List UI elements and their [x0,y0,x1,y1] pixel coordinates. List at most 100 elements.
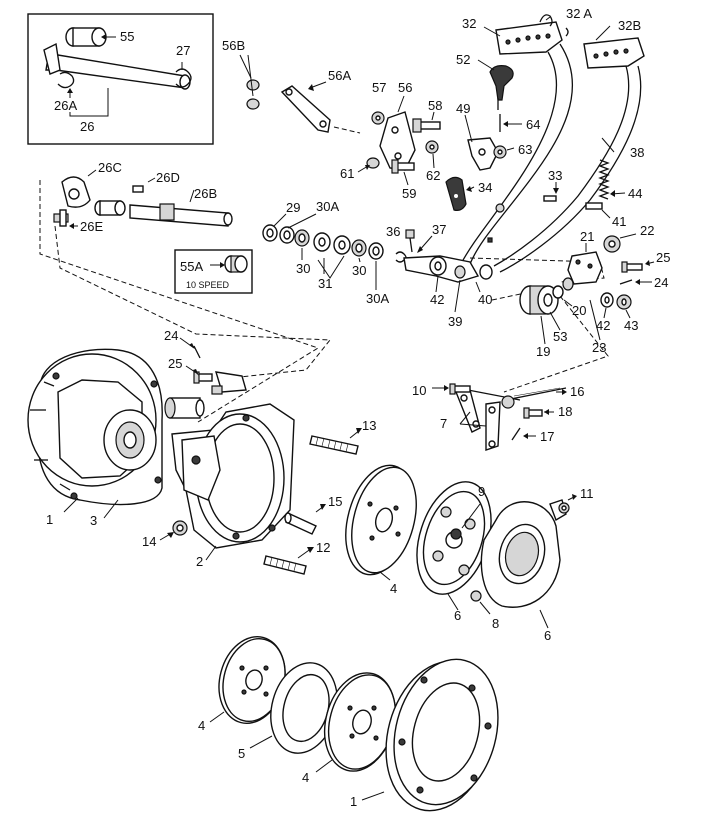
part-24-cotter [619,279,652,285]
part-56-bracket [379,95,416,171]
callout-26: 26 [80,119,94,134]
part-58-bolt [412,111,441,133]
callout-24-left: 24 [164,328,178,343]
part-18-pin [523,407,554,419]
callout-4-bottom-left: 4 [198,718,205,733]
callout-27: 27 [176,43,190,58]
part-4-disc-bottom-mid [315,672,397,773]
callout-41: 41 [612,214,626,229]
callout-32a: 32 A [566,6,592,21]
callout-1-bottom: 1 [350,794,357,809]
part-32-pedal-left [461,14,574,265]
part-59-bolt [391,159,415,186]
callout-32: 32 [462,16,476,31]
part-36-37-lever [395,229,493,313]
callout-63: 63 [518,142,532,157]
callout-4-top: 4 [390,581,397,596]
part-43-nut [616,294,632,319]
callout-61: 61 [340,166,354,181]
part-52-knob [477,59,514,110]
part-64-pin [499,114,522,132]
callout-5: 5 [238,746,245,761]
part-34-cam [445,176,475,211]
part-clevis-left [211,371,247,395]
callout-22: 22 [640,223,654,238]
part-1-housing-top [27,348,163,513]
callout-12: 12 [316,540,330,555]
part-4-disc-bottom-left [209,635,286,725]
part-4-disc-top [345,464,417,581]
part-42-washer-right [600,292,614,319]
part-10-bolt [432,383,471,395]
callout-33: 33 [548,168,562,183]
callout-39: 39 [448,314,462,329]
callout-3: 3 [90,513,97,528]
part-22-nut [603,233,637,253]
part-14-nut [159,520,188,541]
part-15-pin [284,504,326,535]
callout-43: 43 [624,318,638,333]
callout-38: 38 [630,145,644,160]
inset-10-speed-box [174,249,253,294]
callout-53: 53 [553,329,567,344]
callout-26a: 26A [54,98,77,113]
callout-30a-top: 30A [316,199,339,214]
callout-57: 57 [372,80,386,95]
callout-13: 13 [362,418,376,433]
part-41-stud [585,202,611,219]
callout-23: 23 [592,340,606,355]
callout-21: 21 [580,229,594,244]
callout-24-right: 24 [654,275,668,290]
part-9-ball [450,503,481,540]
callout-56b: 56B [222,38,245,53]
callout-19: 19 [536,344,550,359]
callout-9: 9 [478,484,485,499]
inset-shaft-26-box [27,13,214,145]
callout-25-left: 25 [168,356,182,371]
callout-42-right: 42 [596,318,610,333]
callout-32b: 32B [618,18,641,33]
part-44-spring [598,159,626,200]
callout-26d: 26D [156,170,180,185]
part-17-cotter [511,427,536,441]
washer-stack-29-31 [262,213,384,290]
part-53-cylinder [519,285,559,315]
part-25-pin-left [185,365,213,384]
part-63-nut [493,145,515,159]
part-small-nut [495,203,505,213]
part-26d-key [132,177,156,193]
callout-26b: 26B [194,186,217,201]
part-57-nut [371,111,385,125]
part-49-plate [464,114,499,171]
part-33-bolt [543,182,559,202]
part-5-separator [249,662,338,754]
part-62-washer [425,140,439,169]
part-32b-pedal-right [493,25,645,273]
part-11-nut [558,494,577,514]
callout-31: 31 [318,276,332,291]
callout-10: 10 [412,383,426,398]
part-12-stud [263,547,314,575]
callout-26e: 26E [80,219,103,234]
part-16-rod [501,387,567,409]
callout-20: 20 [572,303,586,318]
callout-11: 11 [580,486,594,501]
part-2-carrier [171,403,295,561]
part-24-cotter-left [179,337,201,359]
callout-36: 36 [386,224,400,239]
part-55-bushing [65,27,116,47]
callout-18: 18 [558,404,572,419]
callout-30a-bottom: 30A [366,291,389,306]
callout-26c: 26C [98,160,122,175]
part-8-ball [470,590,491,615]
part-61-bushing [357,157,380,173]
callout-59: 59 [402,186,416,201]
callout-52: 52 [456,52,470,67]
callout-64: 64 [526,117,540,132]
callout-55: 55 [120,29,134,44]
callout-17: 17 [540,429,554,444]
callout-labels: 55 27 26A 26 56B 56A 57 56 58 61 59 62 4… [46,6,670,809]
callout-58: 58 [428,98,442,113]
